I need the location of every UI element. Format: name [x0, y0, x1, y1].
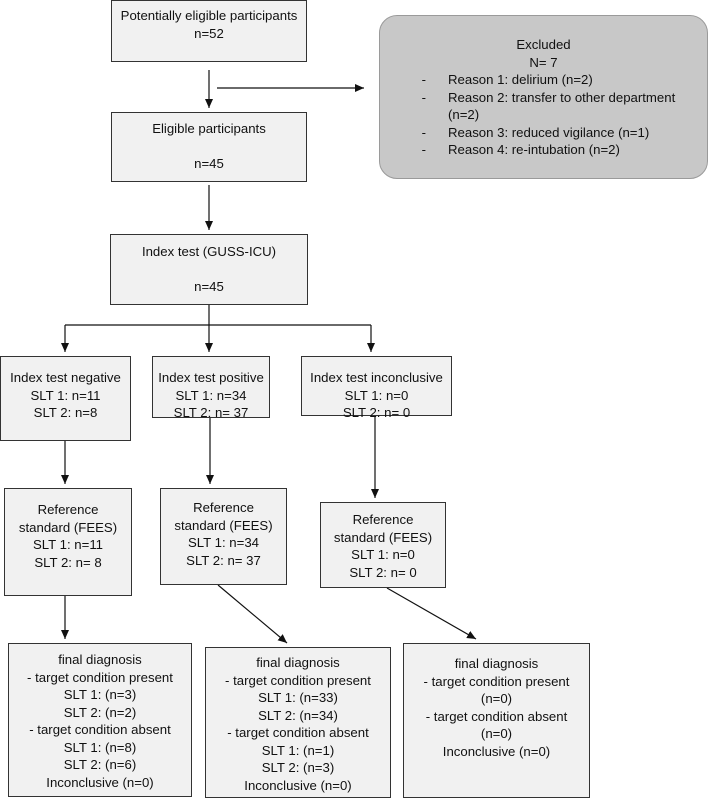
box-text: SLT 2: n= 0 [349, 564, 417, 580]
box-text: Index test negative [10, 370, 121, 385]
box-text: (n=0) [480, 691, 513, 706]
arrow-ref-pos-to-final [217, 584, 288, 644]
box-text: Index test inconclusive [310, 370, 443, 385]
excluded-reason: - Reason 1: delirium (n=2) [380, 71, 707, 89]
box-index-positive: Index test positive SLT 1: n=34 SLT 2: n… [152, 356, 270, 420]
box-text: - target condition absent [29, 722, 171, 737]
excluded-reason: - Reason 4: re-intubation (n=2) [380, 141, 707, 159]
box-text: SLT 2: (n=6) [63, 757, 137, 772]
box-text: SLT 1: (n=1) [261, 742, 335, 758]
box-text: Reference [37, 502, 99, 517]
box-text: SLT 2: n= 0 [342, 405, 411, 420]
box-final-inconclusive: final diagnosis - target condition prese… [403, 643, 590, 798]
box-text: - target condition present [423, 673, 570, 689]
bullet-dash: - [421, 142, 426, 157]
excluded-reason: - Reason 3: reduced vigilance (n=1) [380, 124, 707, 142]
box-index-test: Index test (GUSS-ICU) n=45 [110, 234, 308, 305]
box-text: - target condition absent [227, 725, 369, 740]
box-text: SLT 1: n=0 [351, 547, 415, 562]
bullet-dash: - [421, 72, 426, 87]
box-text: SLT 1: n=0 [344, 387, 409, 403]
box-text: SLT 1: n=34 [188, 535, 259, 550]
box-text: n=45 [194, 279, 224, 294]
excluded-reason-text: Reason 1: delirium (n=2) [448, 72, 593, 87]
box-text [112, 138, 306, 156]
box-text: standard (FEES) [174, 517, 273, 533]
box-potentially-eligible: Potentially eligible participants n=52 [111, 0, 307, 62]
box-index-negative: Index test negative SLT 1: n=11 SLT 2: n… [0, 356, 131, 441]
box-text: - target condition present [225, 672, 371, 688]
box-text: Index test (GUSS-ICU) [141, 244, 277, 259]
box-text: final diagnosis [256, 655, 340, 670]
box-text: SLT 2: n= 37 [186, 552, 261, 568]
box-text: (n=0) [480, 726, 513, 741]
box-excluded: Excluded N= 7 - Reason 1: delirium (n=2)… [379, 15, 708, 179]
box-text: SLT 1: n=11 [32, 537, 104, 552]
box-text: Potentially eligible participants [120, 8, 298, 23]
box-index-inconclusive: Index test inconclusive SLT 1: n=0 SLT 2… [301, 356, 452, 420]
arrow-ref-inc-to-final [386, 587, 477, 640]
box-text: Inconclusive (n=0) [442, 743, 551, 759]
box-reference-positive: Reference standard (FEES) SLT 1: n=34 SL… [160, 488, 287, 585]
box-text: standard (FEES) [18, 519, 118, 535]
box-text: Inconclusive (n=0) [46, 774, 154, 790]
excluded-reason-text: Reason 3: reduced vigilance (n=1) [448, 124, 650, 140]
box-text: n=45 [194, 156, 224, 171]
box-text: SLT 2: n= 8 [34, 554, 102, 570]
box-text: SLT 1: n=11 [30, 387, 101, 403]
box-text: - target condition present [27, 669, 173, 685]
box-text: SLT 2: (n=3) [261, 760, 335, 775]
box-eligible: Eligible participants n=45 [111, 112, 307, 182]
box-text: final diagnosis [454, 656, 539, 671]
box-text: SLT 2: n= 37 [173, 405, 249, 420]
box-text: SLT 2: n=8 [33, 405, 98, 420]
excluded-count: N= 7 [529, 54, 558, 70]
excluded-reason-text: Reason 4: re-intubation (n=2) [448, 142, 620, 157]
box-text: SLT 1: (n=8) [63, 739, 137, 755]
box-text: n=52 [194, 25, 224, 41]
box-final-positive: final diagnosis - target condition prese… [205, 647, 391, 798]
box-text: Eligible participants [152, 121, 266, 136]
box-text: SLT 2: (n=34) [258, 707, 338, 723]
box-text: standard (FEES) [333, 529, 433, 545]
bullet-dash: - [421, 89, 426, 105]
box-text: SLT 1: (n=3) [63, 687, 137, 702]
box-final-negative: final diagnosis - target condition prese… [8, 643, 192, 797]
excluded-title: Excluded [516, 37, 571, 52]
box-text: SLT 1: (n=33) [258, 690, 338, 705]
box-text: final diagnosis [58, 652, 142, 667]
box-reference-negative: Reference standard (FEES) SLT 1: n=11 SL… [4, 488, 132, 596]
box-text: SLT 2: (n=2) [63, 704, 137, 720]
box-reference-inconclusive: Reference standard (FEES) SLT 1: n=0 SLT… [320, 502, 446, 588]
box-text: Reference [352, 512, 414, 527]
box-spacer [111, 261, 307, 279]
excluded-reason-text: Reason 2: transfer to other department (… [448, 89, 676, 123]
box-text: Index test positive [158, 370, 264, 385]
box-text: SLT 1: n=34 [175, 387, 247, 403]
excluded-reason: - Reason 2: transfer to other department… [380, 89, 707, 124]
box-text: Inconclusive (n=0) [244, 777, 352, 793]
box-text: Reference [193, 500, 254, 515]
bullet-dash: - [421, 124, 426, 140]
box-text: - target condition absent [425, 708, 568, 724]
